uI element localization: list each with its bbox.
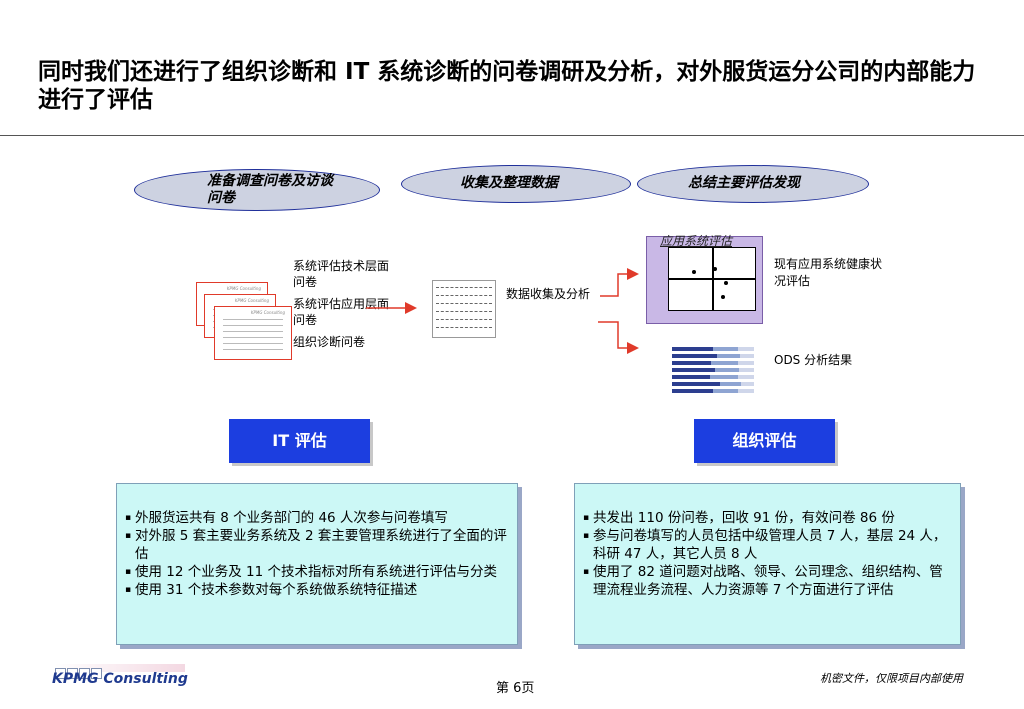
- page-title: 同时我们还进行了组织诊断和 IT 系统诊断的问卷调研及分析，对外服货运分公司的内…: [38, 59, 976, 113]
- label-org-questionnaire: 组织诊断问卷: [293, 335, 366, 349]
- step-label: 收集及整理数据: [460, 175, 558, 191]
- page-number: 第 6页: [496, 681, 535, 696]
- data-spreadsheet: [432, 280, 496, 338]
- sheet-label: KPMG Consulting: [226, 286, 261, 291]
- org-eval-textbox: 共发出 110 份问卷，回收 91 份，有效问卷 86 份 参与问卷填写的人员包…: [574, 483, 961, 645]
- confidential-notice: 机密文件，仅限项目内部使用: [820, 672, 963, 685]
- header-it-eval: IT 评估: [229, 419, 370, 463]
- logo-decoration: [55, 664, 185, 672]
- it-bullet: 对外服 5 套主要业务系统及 2 套主要管理系统进行了全面的评估: [125, 527, 507, 563]
- step-prepare-questionnaire: 准备调查问卷及访谈问卷: [134, 169, 380, 211]
- label-ods-result: ODS 分析结果: [774, 353, 853, 367]
- app-eval-title: 应用系统评估: [660, 234, 733, 248]
- label-data-collection: 数据收集及分析: [506, 287, 591, 301]
- step-label: 总结主要评估发现: [688, 175, 800, 191]
- step-collect-data: 收集及整理数据: [401, 165, 631, 203]
- label-app-questionnaire: 系统评估应用层面问卷: [293, 297, 390, 327]
- questionnaire-sheet-3: KPMG Consulting: [214, 306, 292, 360]
- header-org-eval: 组织评估: [694, 419, 835, 463]
- quadrant-matrix: [668, 247, 756, 311]
- title-divider: [0, 135, 1024, 136]
- org-bullet: 共发出 110 份问卷，回收 91 份，有效问卷 86 份: [583, 509, 950, 527]
- org-bullet: 参与问卷填写的人员包括中级管理人员 7 人，基层 24 人，科研 47 人，其它…: [583, 527, 950, 563]
- sheet-label: KPMG Consulting: [234, 298, 269, 303]
- it-bullet: 使用 12 个业务及 11 个技术指标对所有系统进行评估与分类: [125, 563, 507, 581]
- arrow-to-app-eval: [600, 268, 639, 297]
- ods-chart: [652, 345, 762, 399]
- step-summarize-findings: 总结主要评估发现: [637, 165, 869, 203]
- label-app-health: 现有应用系统健康状况评估: [774, 257, 883, 288]
- logo-grid-icon: [55, 664, 103, 683]
- matrix-point: [721, 295, 725, 299]
- label-tech-questionnaire: 系统评估技术层面问卷: [293, 259, 390, 289]
- arrow-to-ods: [598, 321, 639, 354]
- matrix-point: [713, 267, 717, 271]
- sheet-label: KPMG Consulting: [250, 310, 285, 315]
- kpmg-logo: KPMG Consulting: [52, 671, 188, 687]
- matrix-point: [724, 281, 728, 285]
- it-eval-textbox: 外服货运共有 8 个业务部门的 46 人次参与问卷填写 对外服 5 套主要业务系…: [116, 483, 518, 645]
- it-bullet: 外服货运共有 8 个业务部门的 46 人次参与问卷填写: [125, 509, 507, 527]
- matrix-point: [692, 270, 696, 274]
- org-bullet: 使用了 82 道问题对战略、领导、公司理念、组织结构、管理流程业务流程、人力资源…: [583, 563, 950, 599]
- it-bullet: 使用 31 个技术参数对每个系统做系统特征描述: [125, 581, 507, 599]
- step-label: 准备调查问卷及访谈问卷: [207, 173, 333, 206]
